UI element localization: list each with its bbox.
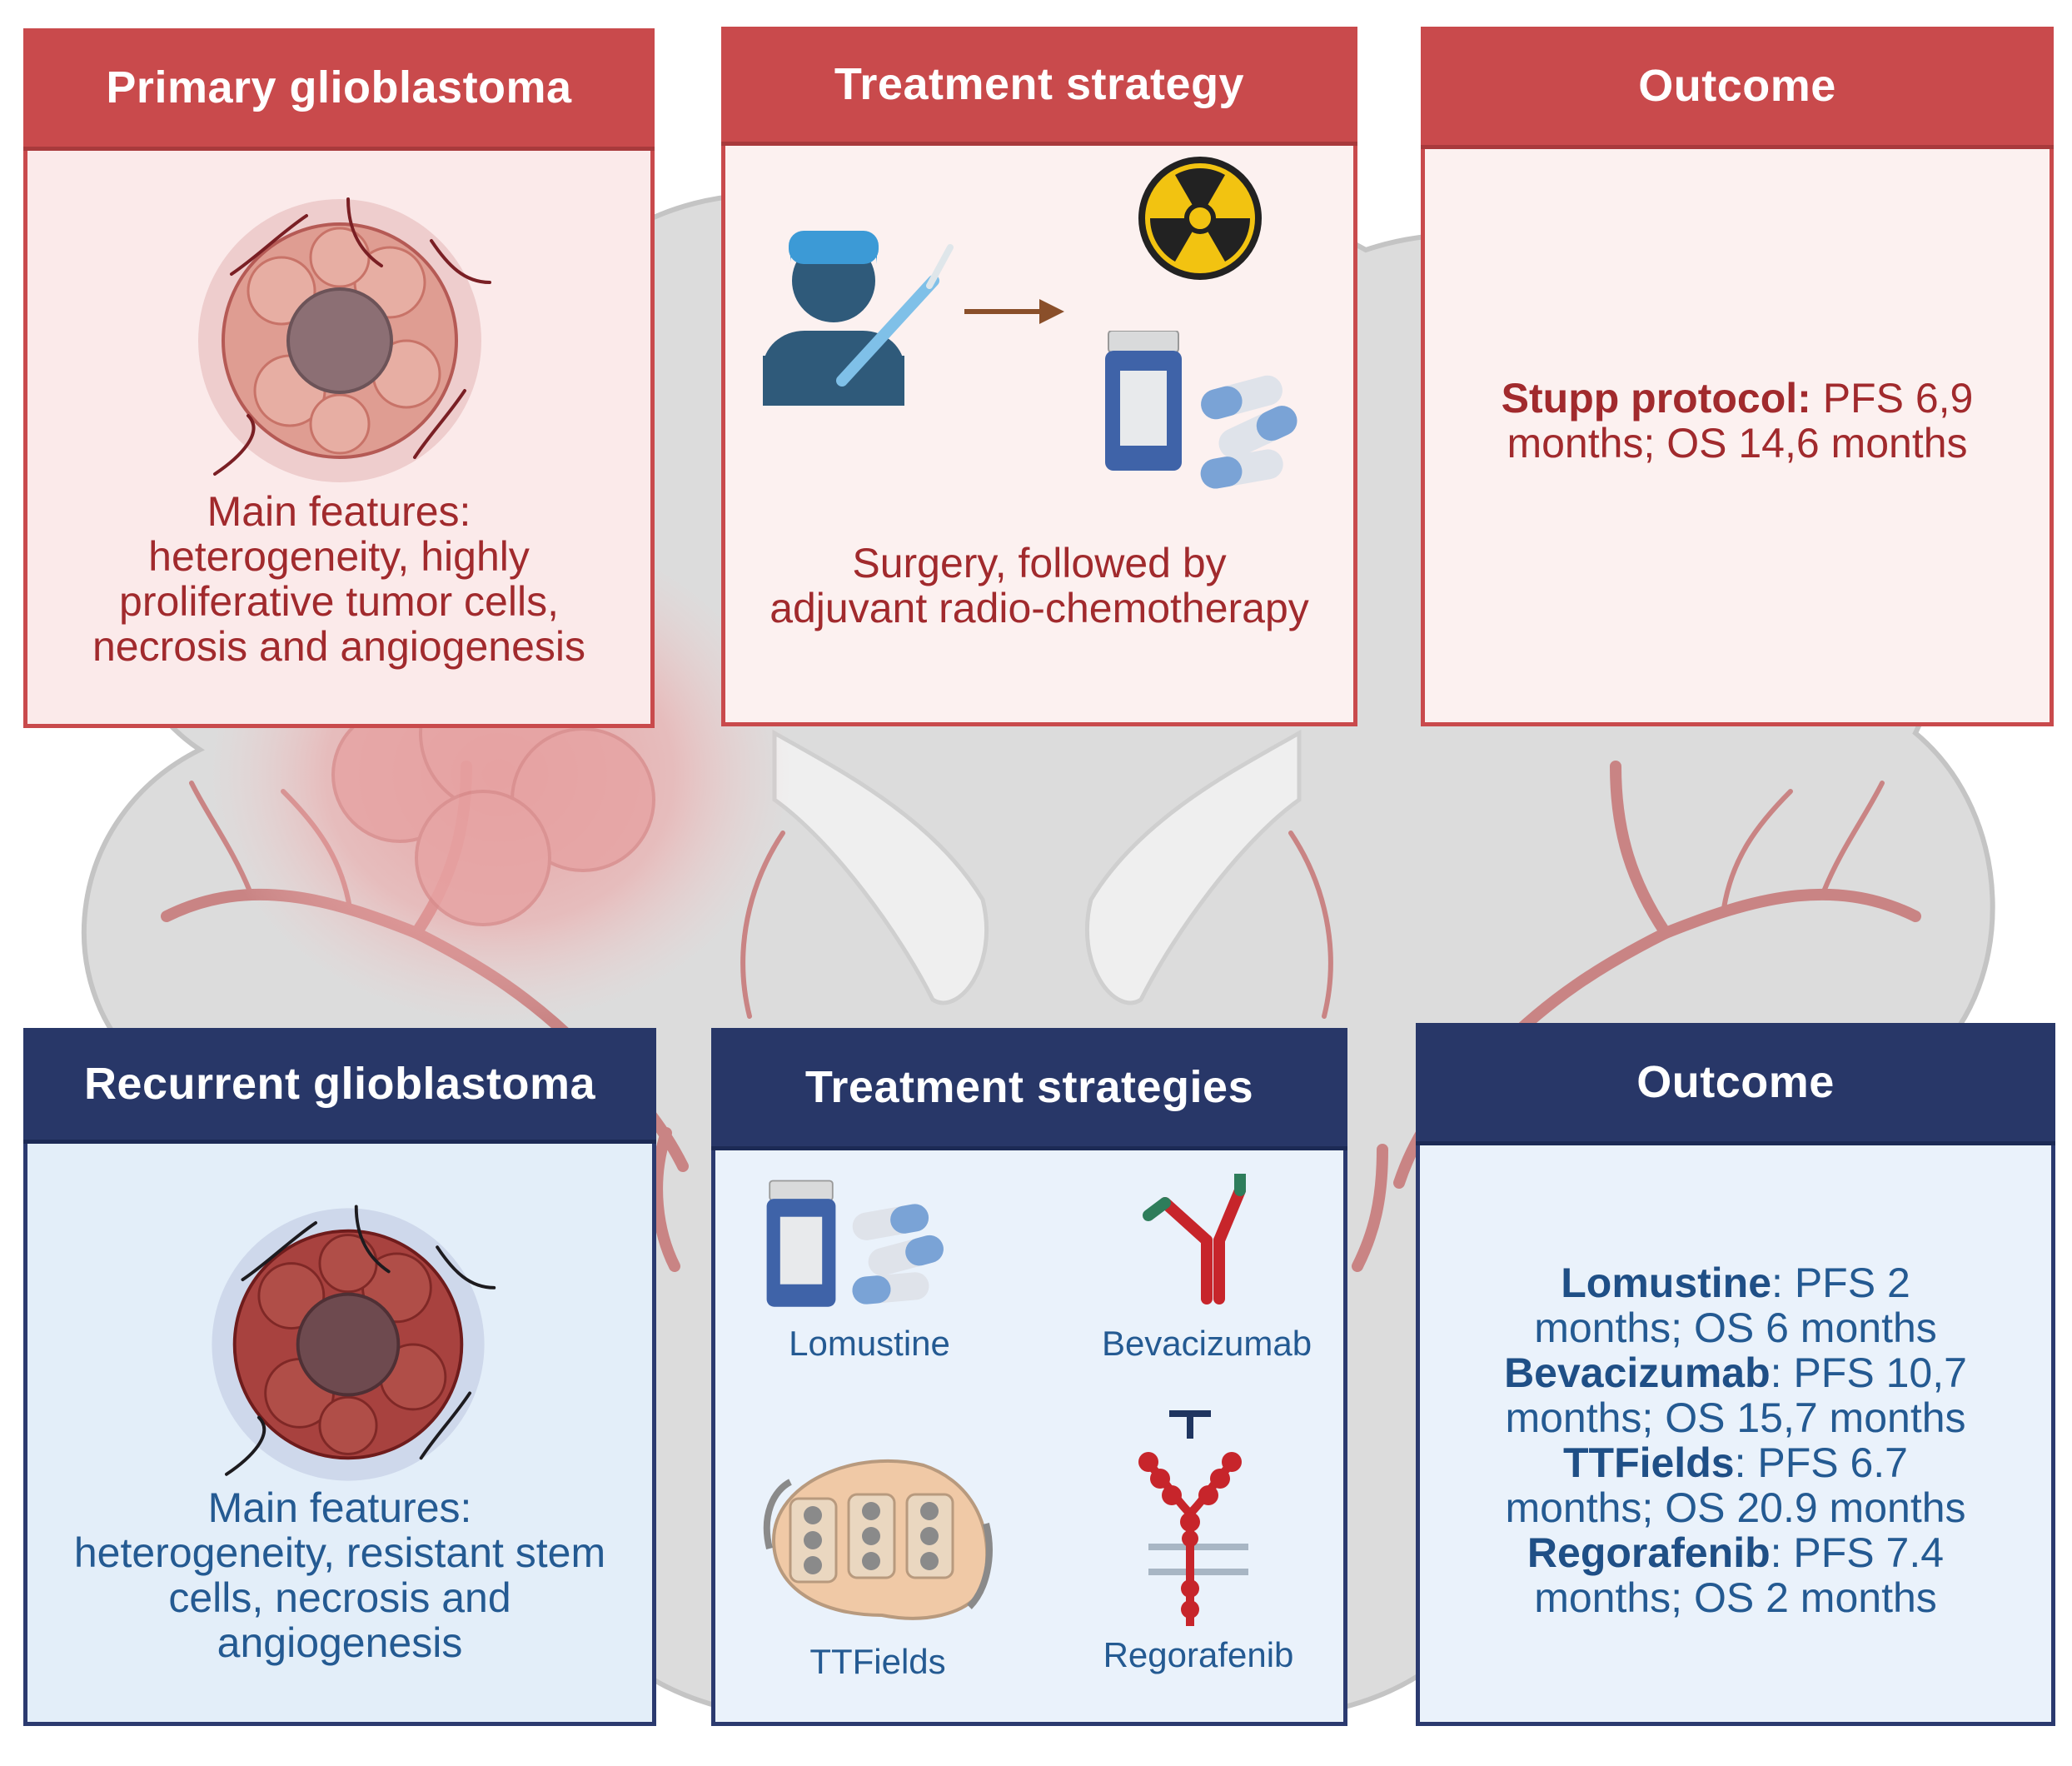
treatment-strategy-header: Treatment strategy [721, 27, 1357, 146]
outcome-row-bevacizumab: Bevacizumab: PFS 10,7 months; OS 15,7 mo… [1437, 1350, 2035, 1440]
drug-name: Bevacizumab [1504, 1349, 1771, 1396]
pfs-value: : PFS 6.7 [1734, 1439, 1908, 1486]
outcome-row-regorafenib: Regorafenib: PFS 7.4 months; OS 2 months [1437, 1530, 2035, 1620]
drug-name: TTFields [1562, 1439, 1735, 1486]
os-value: months; OS 15,7 months [1505, 1394, 1966, 1441]
description-line: Surgery, followed by [852, 540, 1227, 586]
features-line: heterogeneity, highly [148, 533, 530, 580]
treatment-strategy-panel: Treatment strategy Surgery, followed by [721, 27, 1357, 726]
recurrent-outcome-title: Outcome [1636, 1057, 1835, 1107]
outcome-line: Regorafenib: PFS 7.4 [1437, 1530, 2035, 1575]
drug-name: Regorafenib [1527, 1529, 1771, 1576]
primary-outcome-header: Outcome [1421, 27, 2054, 149]
treatment-description-text: Surgery, followed by adjuvant radio-chem… [742, 541, 1337, 631]
capsule-icon [1200, 375, 1297, 489]
features-line: proliferative tumor cells, [119, 578, 559, 625]
primary-outcome-title: Outcome [1638, 61, 1836, 111]
recurrent-glioblastoma-panel: Recurrent glioblastoma Main features: he… [23, 1028, 656, 1726]
arrow-right-icon [964, 299, 1064, 324]
treatment-strategies-title: Treatment strategies [804, 1062, 1254, 1112]
radiation-icon [1138, 157, 1262, 280]
antibody-icon [1143, 1174, 1246, 1305]
treatment-strategies-panel: Treatment strategies Lomustine Bevacizum… [711, 1028, 1347, 1726]
bevacizumab-label: Bevacizumab [1101, 1324, 1312, 1363]
pfs-value: : PFS 10,7 [1770, 1349, 1967, 1396]
surgeon-icon [763, 231, 954, 406]
recurrent-outcome-header: Outcome [1416, 1023, 2055, 1145]
pill-bottle-icon [1105, 331, 1182, 471]
drug-name: Lomustine [1561, 1260, 1772, 1306]
primary-glioblastoma-title: Primary glioblastoma [106, 62, 572, 112]
features-line: Main features: [207, 1484, 472, 1531]
recurrent-outcome-panel: Outcome Lomustine: PFS 2 months; OS 6 mo… [1416, 1023, 2055, 1726]
outcome-line: Lomustine: PFS 2 [1437, 1260, 2035, 1305]
tumor-icon [198, 197, 491, 482]
pfs-value: : PFS 7.4 [1770, 1529, 1945, 1576]
stupp-pfs: PFS 6,9 [1811, 375, 1974, 422]
regorafenib-label: Regorafenib [1103, 1635, 1294, 1674]
ttfields-label: TTFields [809, 1642, 946, 1681]
features-line: angiogenesis [217, 1619, 463, 1666]
os-value: months; OS 6 months [1534, 1305, 1937, 1351]
recurrent-glioblastoma-title: Recurrent glioblastoma [83, 1059, 596, 1109]
outcome-line: TTFields: PFS 6.7 [1437, 1440, 2035, 1485]
outcome-row-ttfields: TTFields: PFS 6.7 months; OS 20.9 months [1437, 1440, 2035, 1530]
stupp-protocol-text: Stupp protocol: PFS 6,9 months; OS 14,6 … [1442, 376, 2033, 466]
ttfields-device-icon [763, 1459, 993, 1620]
pill-bottle-icon [766, 1180, 836, 1307]
primary-outcome-panel: Outcome Stupp protocol: PFS 6,9 months; … [1421, 27, 2054, 726]
recurrent-glioblastoma-header: Recurrent glioblastoma [23, 1028, 656, 1144]
tumor-icon [212, 1205, 496, 1481]
os-value: months; OS 20.9 months [1505, 1484, 1966, 1531]
receptor-inhibitor-icon [1138, 1410, 1248, 1626]
recurrent-outcome-text: Lomustine: PFS 2 months; OS 6 months Bev… [1437, 1260, 2035, 1620]
pfs-value: : PFS 2 [1771, 1260, 1910, 1306]
treatment-strategy-title: Treatment strategy [834, 59, 1245, 109]
features-line: necrosis and angiogenesis [92, 623, 586, 670]
stupp-protocol-label: Stupp protocol: [1501, 375, 1811, 422]
features-line: cells, necrosis and [168, 1574, 511, 1621]
primary-glioblastoma-panel: Primary glioblastoma Main features: hete… [23, 28, 655, 728]
primary-glioblastoma-header: Primary glioblastoma [23, 28, 655, 151]
capsule-icon [852, 1204, 944, 1305]
os-value: months; OS 2 months [1534, 1574, 1937, 1621]
outcome-row-lomustine: Lomustine: PFS 2 months; OS 6 months [1437, 1260, 2035, 1350]
stupp-line-1: Stupp protocol: PFS 6,9 [1442, 376, 2033, 421]
features-line: Main features: [207, 488, 471, 535]
stupp-os: months; OS 14,6 months [1507, 420, 1968, 466]
primary-features-text: Main features: heterogeneity, highly pro… [44, 489, 634, 669]
features-line: heterogeneity, resistant stem [73, 1529, 606, 1576]
lomustine-label: Lomustine [789, 1324, 950, 1363]
description-line: adjuvant radio-chemotherapy [770, 585, 1309, 631]
recurrent-features-text: Main features: heterogeneity, resistant … [44, 1485, 635, 1665]
treatment-strategies-header: Treatment strategies [711, 1028, 1347, 1150]
outcome-line: Bevacizumab: PFS 10,7 [1437, 1350, 2035, 1395]
